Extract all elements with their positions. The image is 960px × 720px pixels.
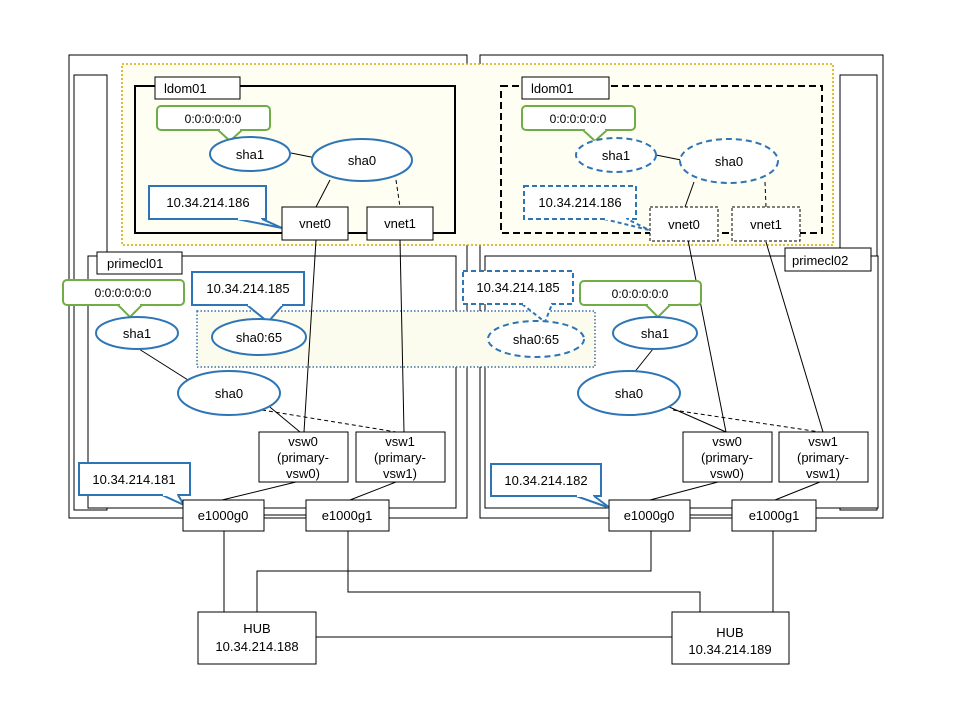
right-control-sha1 <box>612 316 698 350</box>
right-vsw0-line1: vsw0 <box>712 434 742 449</box>
right-nic-e1000g0-label: e1000g0 <box>624 508 675 523</box>
left-sha0-65 <box>211 318 307 356</box>
right-vnet1 <box>731 206 801 242</box>
connection-lines <box>138 152 824 638</box>
right-ldom-sha1 <box>575 137 657 173</box>
left-nic-ip-callout: 10.34.214.181 <box>78 462 191 508</box>
right-vsw1-line3: vsw1) <box>806 466 840 481</box>
right-takeover-ip-callout: 10.34.214.185 <box>462 270 574 324</box>
left-nic-e1000g0 <box>182 499 265 532</box>
left-vsw1-line2: (primary- <box>374 450 426 465</box>
svg-text:10.34.214.185: 10.34.214.185 <box>476 280 559 295</box>
left-ldom-label-box <box>154 76 241 100</box>
left-ldom-sha0-label: sha0 <box>348 153 376 168</box>
hub-left-ip: 10.34.214.188 <box>215 639 298 654</box>
right-control-sha1-label: sha1 <box>641 326 669 341</box>
left-vsw0 <box>258 431 349 483</box>
svg-text:0:0:0:0:0:0: 0:0:0:0:0:0 <box>95 286 152 300</box>
left-vsw0-line3: vsw0) <box>286 466 320 481</box>
right-ldom-sha0 <box>679 138 779 184</box>
left-control-sha1 <box>95 316 179 350</box>
right-sha0-65-label: sha0:65 <box>513 332 559 347</box>
svg-text:0:0:0:0:0:0: 0:0:0:0:0:0 <box>612 287 669 301</box>
svg-text:10.34.214.182: 10.34.214.182 <box>504 473 587 488</box>
left-vnet1 <box>366 206 434 241</box>
left-ldom-sha1-label: sha1 <box>236 147 264 162</box>
left-control-sha1-label: sha1 <box>123 326 151 341</box>
hub-left-label: HUB <box>243 621 270 636</box>
left-nic-e1000g1-label: e1000g1 <box>322 508 373 523</box>
left-host-label: primecl01 <box>107 256 163 271</box>
right-ldom-mac-callout: 0:0:0:0:0:0 <box>521 105 636 143</box>
svg-text:0:0:0:0:0:0: 0:0:0:0:0:0 <box>550 112 607 126</box>
hub-right-ip: 10.34.214.189 <box>688 642 771 657</box>
right-control-sha0-label: sha0 <box>615 386 643 401</box>
right-vnet1-label: vnet1 <box>750 217 782 232</box>
left-vsw1-line3: vsw1) <box>383 466 417 481</box>
right-vsw1-line2: (primary- <box>797 450 849 465</box>
left-vnet0-label: vnet0 <box>299 216 331 231</box>
right-vsw1 <box>778 431 869 483</box>
right-sha0-65 <box>487 320 585 358</box>
hub-right-label: HUB <box>716 625 743 640</box>
right-ldom-label-box <box>521 76 610 100</box>
left-ldom-sha0 <box>311 138 413 182</box>
left-nic-e1000g1 <box>305 499 390 532</box>
svg-text:10.34.214.186: 10.34.214.186 <box>538 195 621 210</box>
right-vsw1-line1: vsw1 <box>808 434 838 449</box>
right-vsw0 <box>682 431 773 483</box>
svg-text:10.34.214.185: 10.34.214.185 <box>206 281 289 296</box>
right-nic-ip-callout: 10.34.214.182 <box>490 463 611 509</box>
left-ldom-ip-callout: 10.34.214.186 <box>148 185 283 229</box>
left-sha0-65-label: sha0:65 <box>236 330 282 345</box>
hub-left <box>197 611 317 665</box>
left-host-label-box <box>96 251 183 275</box>
left-vnet1-label: vnet1 <box>384 216 416 231</box>
right-nic-e1000g1 <box>731 499 817 532</box>
left-control-sha0-label: sha0 <box>215 386 243 401</box>
left-vsw1 <box>355 431 446 483</box>
right-ldom-sha1-label: sha1 <box>602 148 630 163</box>
left-vsw0-line1: vsw0 <box>288 434 318 449</box>
svg-text:10.34.214.186: 10.34.214.186 <box>166 195 249 210</box>
right-nic-e1000g0 <box>608 499 691 532</box>
left-control-sha0 <box>177 370 281 416</box>
left-ldom-mac-callout: 0:0:0:0:0:0 <box>156 105 271 143</box>
right-ldom-sha0-label: sha0 <box>715 154 743 169</box>
right-vsw0-line3: vsw0) <box>710 466 744 481</box>
right-host-label-box <box>784 247 872 272</box>
right-host-label: primecl02 <box>792 253 848 268</box>
left-takeover-ip-callout: 10.34.214.185 <box>191 271 305 324</box>
left-nic-e1000g0-label: e1000g0 <box>198 508 249 523</box>
right-ldom-ip-callout: 10.34.214.186 <box>523 185 650 231</box>
left-vsw1-line1: vsw1 <box>385 434 415 449</box>
left-vnet0 <box>281 206 349 241</box>
hub-right <box>671 611 790 665</box>
left-ldom-sha1 <box>209 136 291 172</box>
left-vsw0-line2: (primary- <box>277 450 329 465</box>
right-vsw0-line2: (primary- <box>701 450 753 465</box>
svg-text:0:0:0:0:0:0: 0:0:0:0:0:0 <box>185 112 242 126</box>
svg-text:10.34.214.181: 10.34.214.181 <box>92 472 175 487</box>
right-ldom-label: ldom01 <box>531 81 574 96</box>
right-nic-e1000g1-label: e1000g1 <box>749 508 800 523</box>
right-vnet0 <box>649 206 719 242</box>
right-control-mac-callout: 0:0:0:0:0:0 <box>579 280 702 319</box>
right-control-sha0 <box>577 370 681 416</box>
left-ldom-label: ldom01 <box>164 81 207 96</box>
right-vnet0-label: vnet0 <box>668 217 700 232</box>
